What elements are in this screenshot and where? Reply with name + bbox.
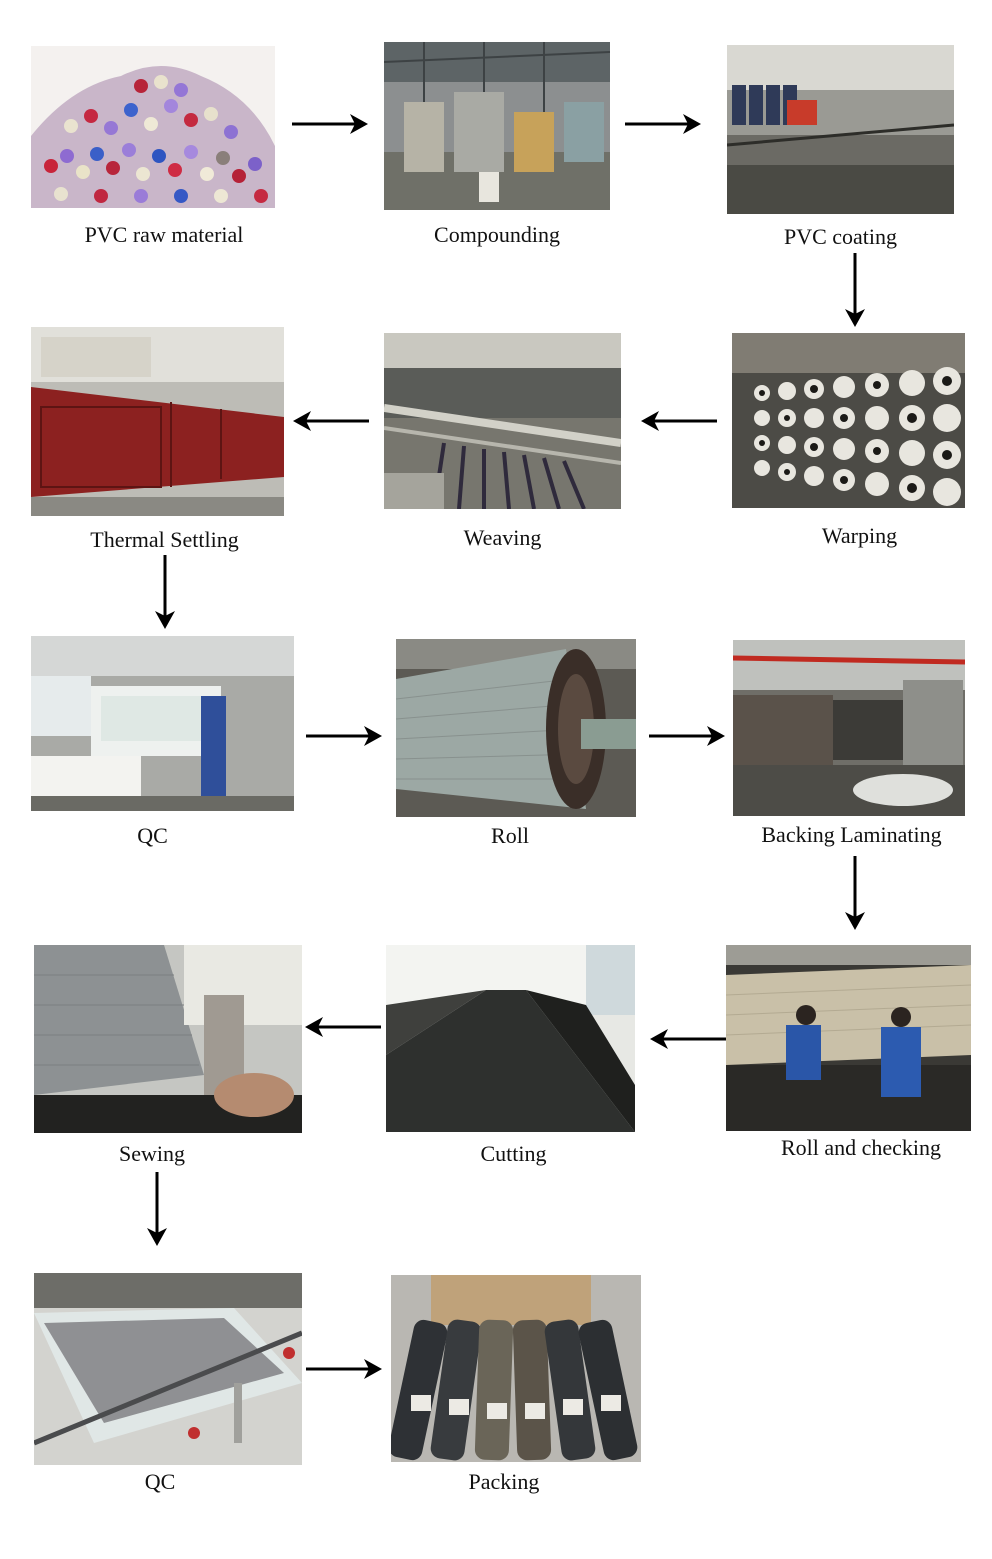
step-label-cutting: Cutting	[480, 1141, 547, 1166]
arrow-down-icon	[843, 253, 867, 329]
arrow-down-icon	[153, 555, 177, 631]
step-label-weaving: Weaving	[463, 525, 542, 550]
compounding-machine-photo	[384, 42, 610, 210]
step-label-roll: Roll	[491, 823, 529, 848]
step-label-thermal-settling: Thermal Settling	[90, 527, 239, 552]
step-label-sewing: Sewing	[119, 1141, 185, 1166]
arrow-left-icon	[291, 409, 369, 433]
coating-line-photo	[727, 45, 954, 214]
step-label-pvc-raw-material: PVC raw material	[84, 222, 244, 247]
step-label-qc: QC	[137, 823, 168, 848]
arrow-right-icon	[292, 112, 370, 136]
arrow-left-icon	[648, 1027, 726, 1051]
laminating-line-photo	[733, 640, 965, 816]
fabric-roll-photo	[396, 639, 636, 817]
pvc-pellets-photo	[31, 46, 275, 208]
cutting-table-photo	[386, 945, 635, 1132]
arrow-down-icon	[145, 1172, 169, 1248]
arrow-right-icon	[625, 112, 703, 136]
step-label-backing-laminating: Backing Laminating	[761, 822, 942, 847]
arrow-right-icon	[649, 724, 727, 748]
arrow-left-icon	[303, 1015, 381, 1039]
step-label-warping: Warping	[821, 523, 898, 548]
arrow-down-icon	[843, 856, 867, 932]
workers-checking-photo	[726, 945, 971, 1131]
arrow-right-icon	[306, 1357, 384, 1381]
qc-table-photo	[34, 1273, 302, 1465]
thermal-oven-photo	[31, 327, 284, 516]
inspection-machine-photo	[31, 636, 294, 811]
step-label-final-qc: QC	[144, 1469, 176, 1494]
warping-creel-photo	[732, 333, 965, 508]
step-label-roll-and-checking: Roll and checking	[780, 1135, 942, 1160]
weaving-loom-photo	[384, 333, 621, 509]
sewing-machine-photo	[34, 945, 302, 1133]
packed-rolls-photo	[391, 1275, 641, 1462]
step-label-compounding: Compounding	[434, 222, 560, 247]
arrow-right-icon	[306, 724, 384, 748]
step-label-packing: Packing	[468, 1469, 540, 1494]
step-label-pvc-coating: PVC coating	[783, 224, 898, 249]
arrow-left-icon	[639, 409, 717, 433]
